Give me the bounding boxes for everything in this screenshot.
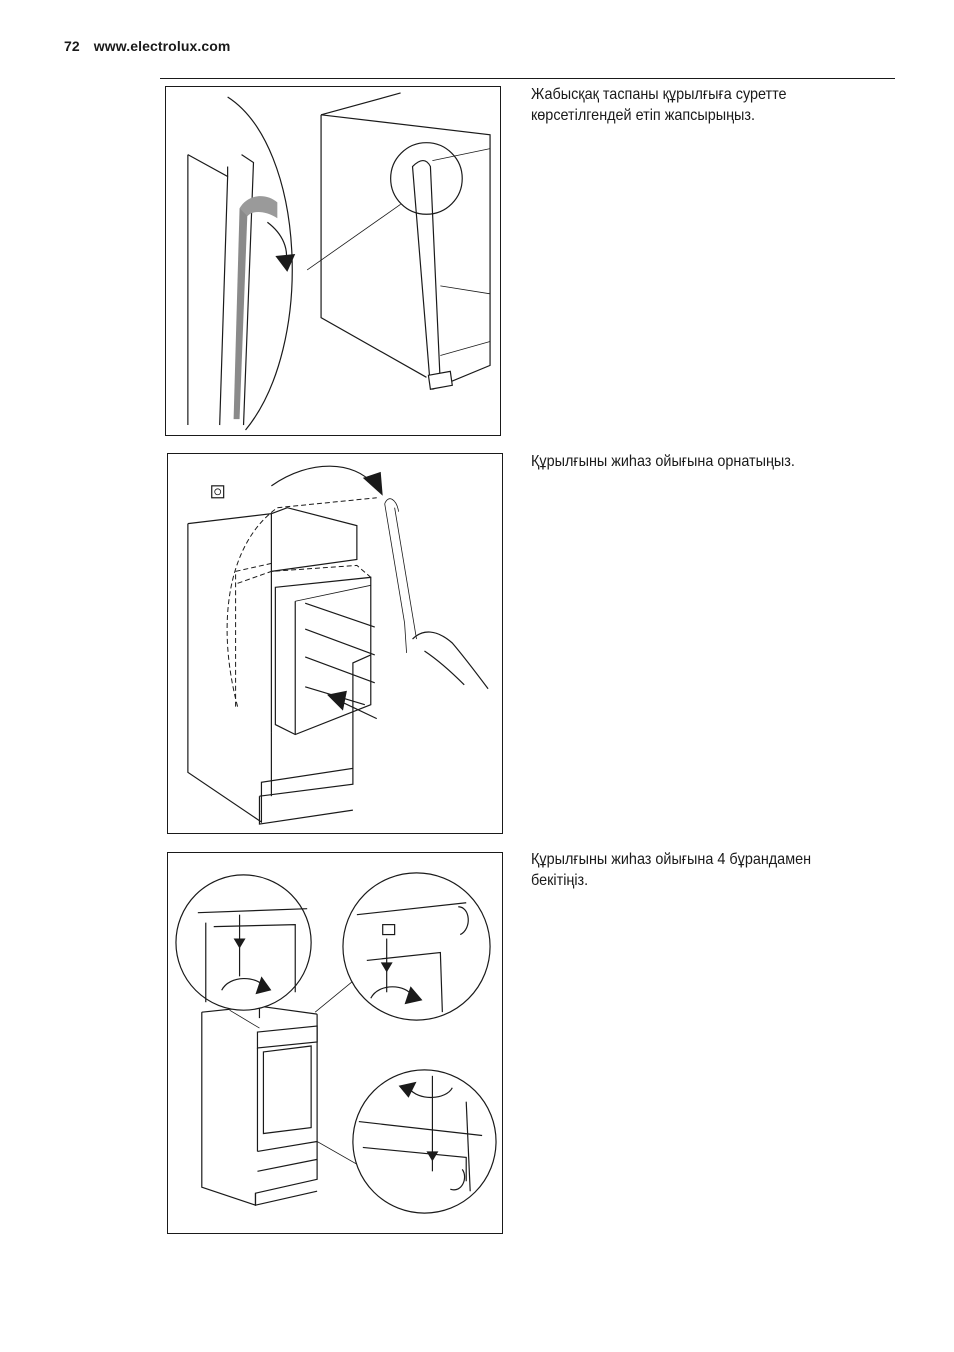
screw-fixing-illustration-icon bbox=[175, 872, 497, 1214]
page-header: 72 www.electrolux.com bbox=[64, 38, 230, 54]
step-2-figure bbox=[167, 453, 503, 834]
header-divider bbox=[160, 78, 895, 79]
adhesive-strip-illustration-icon bbox=[187, 92, 491, 431]
page-number: 72 bbox=[64, 38, 80, 54]
step-1-figure bbox=[165, 86, 501, 436]
appliance-insertion-illustration-icon bbox=[187, 465, 489, 825]
step-2-instruction: Құрылғыны жиһаз ойығына орнатыңыз. bbox=[531, 453, 795, 470]
step-3-figure bbox=[167, 852, 503, 1234]
website-url: www.electrolux.com bbox=[93, 38, 231, 54]
step-3-instruction: Құрылғыны жиһаз ойығына 4 бұрандамен бек… bbox=[531, 851, 812, 889]
step-1-instruction: Жабысқақ таспаны құрылғыға суретте көрсе… bbox=[531, 86, 787, 124]
